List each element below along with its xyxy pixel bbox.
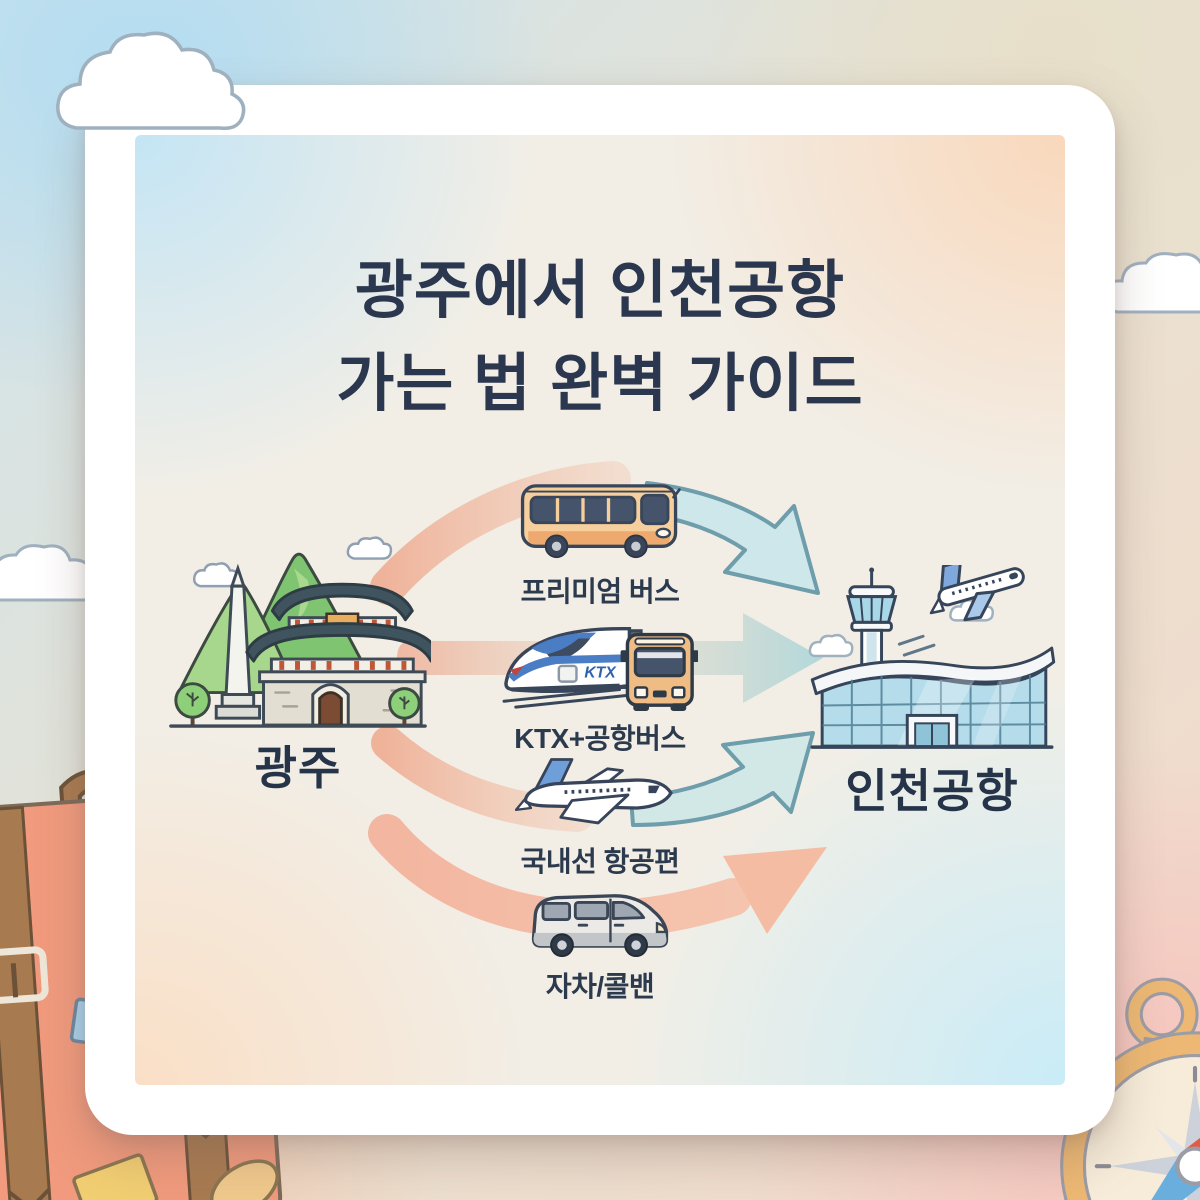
route-label: 국내선 항공편 — [520, 846, 680, 877]
cloud-icon — [56, 31, 246, 131]
route-premium-bus: 프리미엄 버스 — [450, 470, 750, 610]
route-label: 프리미엄 버스 — [520, 576, 680, 607]
ktx-logo-text: KTX — [584, 665, 617, 682]
origin-label: 광주 — [254, 742, 342, 794]
destination-incheon-airport: 인천공항 — [803, 565, 1061, 821]
van-icon — [531, 894, 669, 958]
origin-gwangju: 광주 — [153, 527, 443, 798]
destination-label: 인천공항 — [845, 765, 1019, 817]
gwangju-landmark-illustration — [169, 536, 431, 728]
arrow-premium-bus — [370, 461, 820, 605]
route-ktx-airport-bus: KTX KTX+공항버스 — [450, 615, 750, 757]
incheon-airport-illustration — [808, 565, 1056, 749]
route-car-callvan: 자차/콜밴 — [450, 879, 750, 1005]
route-domestic-flight: 국내선 항공편 — [450, 752, 750, 880]
title-line-1: 광주에서 인천공항 — [354, 256, 846, 326]
takeoff-airplane-icon — [929, 565, 1025, 622]
page-title: 광주에서 인천공항 가는 법 완벽 가이드 — [135, 245, 1065, 431]
diagram-panel: 광주에서 인천공항 가는 법 완벽 가이드 — [135, 135, 1065, 1085]
coach-bus-icon — [520, 484, 681, 559]
airplane-icon — [515, 758, 673, 825]
title-line-2: 가는 법 완벽 가이드 — [336, 349, 864, 419]
route-label: 자차/콜밴 — [545, 971, 655, 1002]
ktx-train-airport-bus-icon: KTX — [502, 627, 698, 712]
arrow-car-callvan — [368, 814, 827, 939]
route-label: KTX+공항버스 — [514, 723, 686, 754]
